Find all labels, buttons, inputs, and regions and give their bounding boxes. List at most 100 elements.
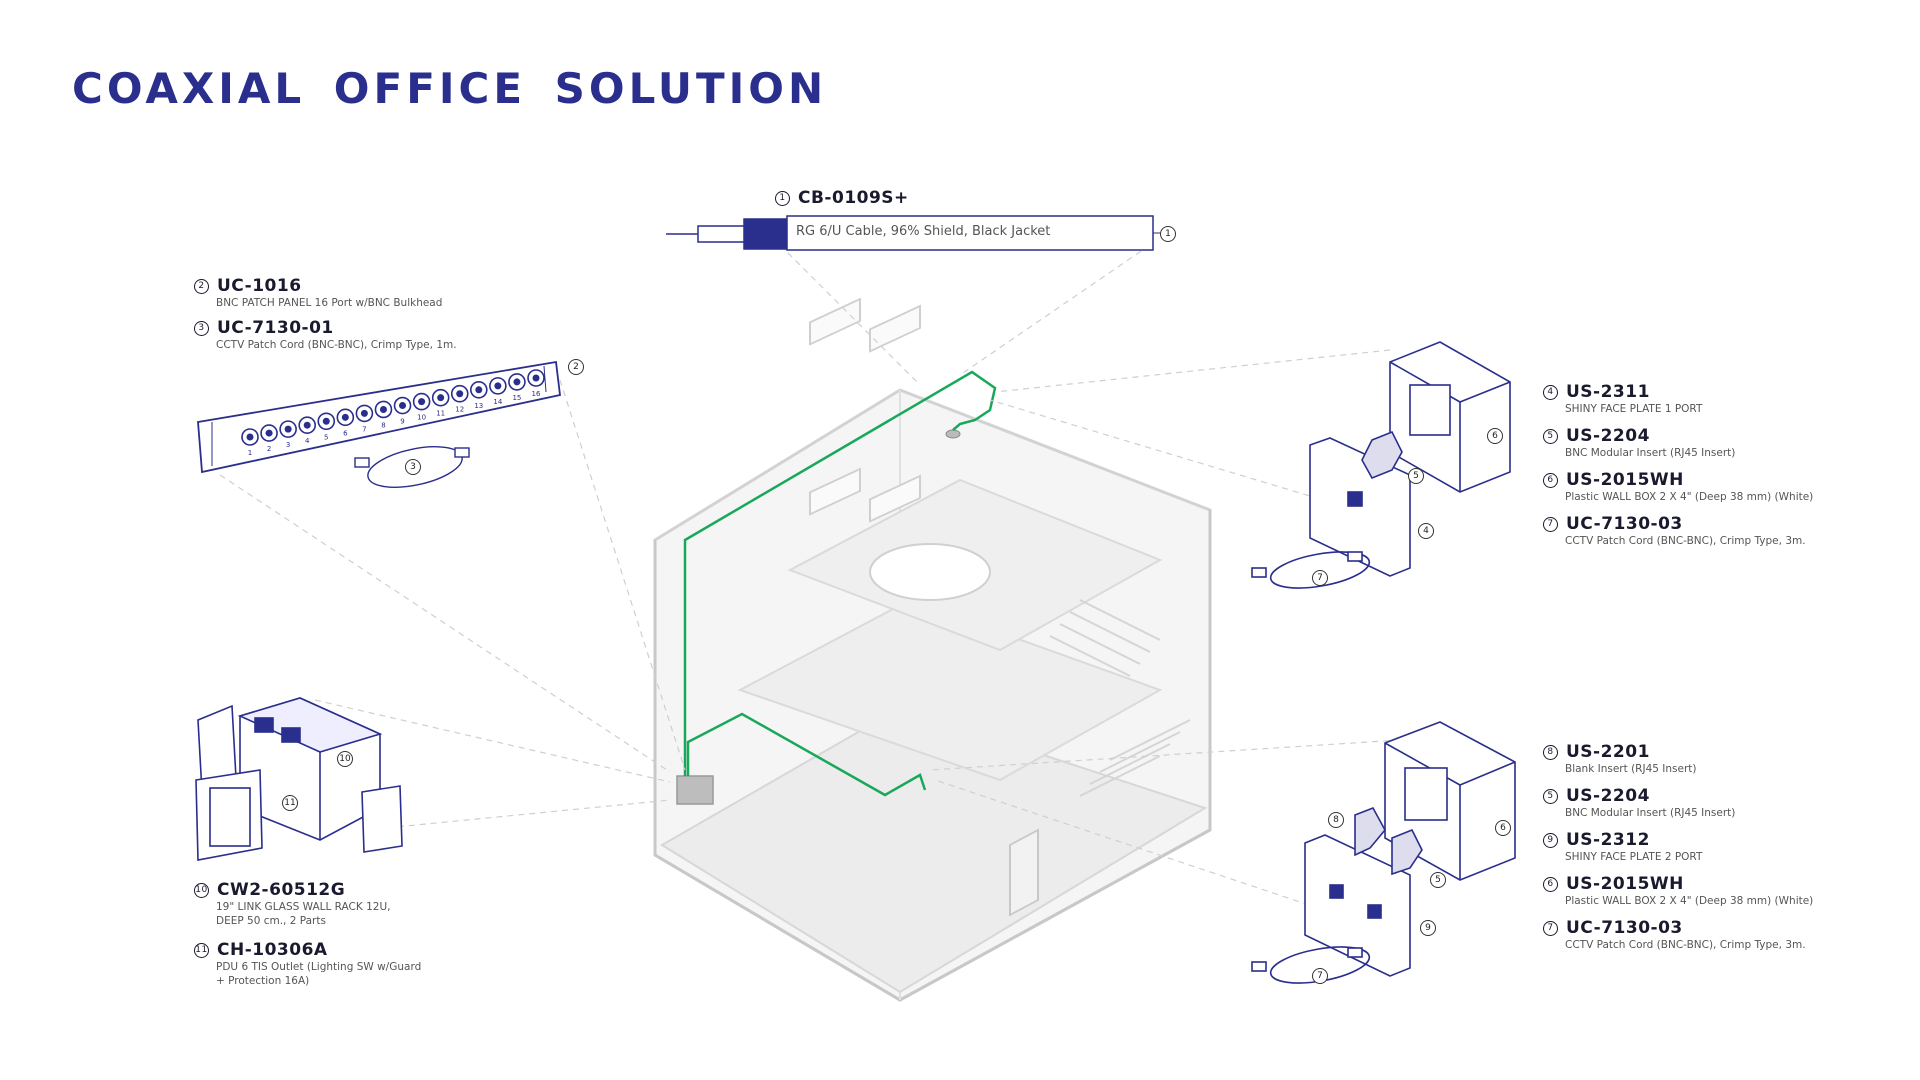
callout-badge: 5 — [1430, 872, 1446, 888]
product-code: CW2-60512G — [217, 880, 346, 900]
bnc-port-pin — [246, 433, 254, 441]
port-number: 14 — [493, 398, 502, 406]
product-description: BNC PATCH PANEL 16 Port w/BNC Bulkhead — [216, 297, 443, 309]
outlet-2-item-3: 9 US-2312 SHINY FACE PLATE 2 PORT — [1543, 830, 1702, 864]
second-floor — [737, 598, 1163, 782]
port-number: 15 — [512, 394, 521, 402]
bnc-port-pin — [265, 429, 273, 437]
callout-badge: 4 — [1418, 523, 1434, 539]
item-number: 3 — [194, 320, 209, 336]
outlet-1-item-1: 4 US-2311 SHINY FACE PLATE 1 PORT — [1543, 382, 1702, 416]
port-number: 10 — [417, 414, 426, 422]
callout-badge: 7 — [1312, 968, 1328, 984]
port-number: 8 — [381, 421, 385, 429]
item-number: 8 — [1543, 744, 1558, 760]
bnc-port-pin — [456, 390, 464, 398]
item-number: 1 — [775, 190, 790, 206]
cable-label: 1 CB-0109S+ — [775, 188, 909, 208]
bnc-port-pin — [418, 398, 426, 406]
port-number: 13 — [474, 402, 483, 410]
port-number: 5 — [324, 433, 328, 441]
callout-badge: 6 — [1495, 820, 1511, 836]
bnc-port-pin — [303, 421, 311, 429]
door — [1009, 828, 1039, 917]
item-number: 5 — [1543, 428, 1558, 444]
callout-badge: 3 — [405, 459, 421, 475]
ground-floor — [660, 706, 1208, 994]
port-number: 3 — [286, 441, 290, 449]
outlet-1-item-2: 5 US-2204 BNC Modular Insert (RJ45 Insert… — [1543, 426, 1735, 460]
item-number: 7 — [1543, 516, 1558, 532]
callout-badge: 9 — [1420, 920, 1436, 936]
product-description: Blank Insert (RJ45 Insert) — [1565, 763, 1697, 775]
port-number: 12 — [455, 406, 464, 414]
building-rack — [676, 775, 714, 805]
product-code: UC-7130-03 — [1566, 514, 1683, 534]
item-number: 6 — [1543, 472, 1558, 488]
outlet-1-item-4: 7 UC-7130-03 CCTV Patch Cord (BNC-BNC), C… — [1543, 514, 1806, 548]
product-description: DEEP 50 cm., 2 Parts — [216, 915, 326, 927]
outlet-2-illustration — [1251, 721, 1516, 984]
bnc-port-pin — [494, 382, 502, 390]
stairs — [1049, 599, 1191, 797]
product-code: CH-10306A — [217, 940, 328, 960]
product-code: US-2311 — [1566, 382, 1650, 402]
port-number: 9 — [400, 418, 404, 426]
bnc-port-pin — [322, 417, 330, 425]
product-code: US-2204 — [1566, 426, 1650, 446]
item-number: 5 — [1543, 788, 1558, 804]
product-code: US-2015WH — [1566, 470, 1684, 490]
item-number: 10 — [194, 882, 209, 898]
bnc-port-pin — [379, 405, 387, 413]
item-number: 6 — [1543, 876, 1558, 892]
rack-item-1: 10 CW2-60512G 19" LINK GLASS WALL RACK 12… — [194, 880, 390, 928]
product-description: PDU 6 TIS Outlet (Lighting SW w/Guard — [216, 961, 422, 973]
product-description: BNC Modular Insert (RJ45 Insert) — [1565, 447, 1736, 459]
bnc-port-pin — [284, 425, 292, 433]
item-number: 4 — [1543, 384, 1558, 400]
callout-badge: 2 — [568, 359, 584, 375]
item-number: 11 — [194, 942, 209, 958]
callout-badge: 5 — [1408, 468, 1424, 484]
product-code: US-2204 — [1566, 786, 1650, 806]
port-number: 16 — [532, 390, 541, 398]
bnc-port-pin — [341, 413, 349, 421]
building — [653, 297, 1212, 1002]
product-description: BNC Modular Insert (RJ45 Insert) — [1565, 807, 1736, 819]
bnc-port-pin — [360, 409, 368, 417]
product-description: Plastic WALL BOX 2 X 4" (Deep 38 mm) (Wh… — [1565, 895, 1814, 907]
page-title: COAXIAL OFFICE SOLUTION — [72, 64, 828, 113]
product-description: CCTV Patch Cord (BNC-BNC), Crimp Type, 1… — [216, 339, 457, 351]
leader-lines — [219, 244, 1401, 913]
rack-item-2: 11 CH-10306A PDU 6 TIS Outlet (Lighting S… — [194, 940, 421, 988]
product-code: UC-7130-03 — [1566, 918, 1683, 938]
item-number: 9 — [1543, 832, 1558, 848]
bnc-port-pin — [475, 386, 483, 394]
callout-badge: 6 — [1487, 428, 1503, 444]
port-number: 11 — [436, 410, 445, 418]
product-code: US-2015WH — [1566, 874, 1684, 894]
product-code: US-2312 — [1566, 830, 1650, 850]
callout-badge: 11 — [282, 795, 298, 811]
bnc-port-pin — [437, 394, 445, 402]
port-number: 7 — [362, 425, 366, 433]
coax-cable-illustration — [666, 215, 1160, 251]
cable-route — [683, 370, 997, 797]
product-description: SHINY FACE PLATE 1 PORT — [1565, 403, 1703, 415]
product-code: CB-0109S+ — [798, 188, 909, 208]
callout-badge: 7 — [1312, 570, 1328, 586]
outlet-2-item-2: 5 US-2204 BNC Modular Insert (RJ45 Insert… — [1543, 786, 1735, 820]
bnc-port-pin — [532, 374, 540, 382]
product-description: CCTV Patch Cord (BNC-BNC), Crimp Type, 3… — [1565, 535, 1806, 547]
product-description: + Protection 16A) — [216, 975, 310, 987]
bnc-port-pin — [513, 378, 521, 386]
item-number: 7 — [1543, 920, 1558, 936]
callout-badge: 10 — [337, 751, 353, 767]
product-description: SHINY FACE PLATE 2 PORT — [1565, 851, 1703, 863]
product-description: 19" LINK GLASS WALL RACK 12U, — [216, 901, 391, 913]
